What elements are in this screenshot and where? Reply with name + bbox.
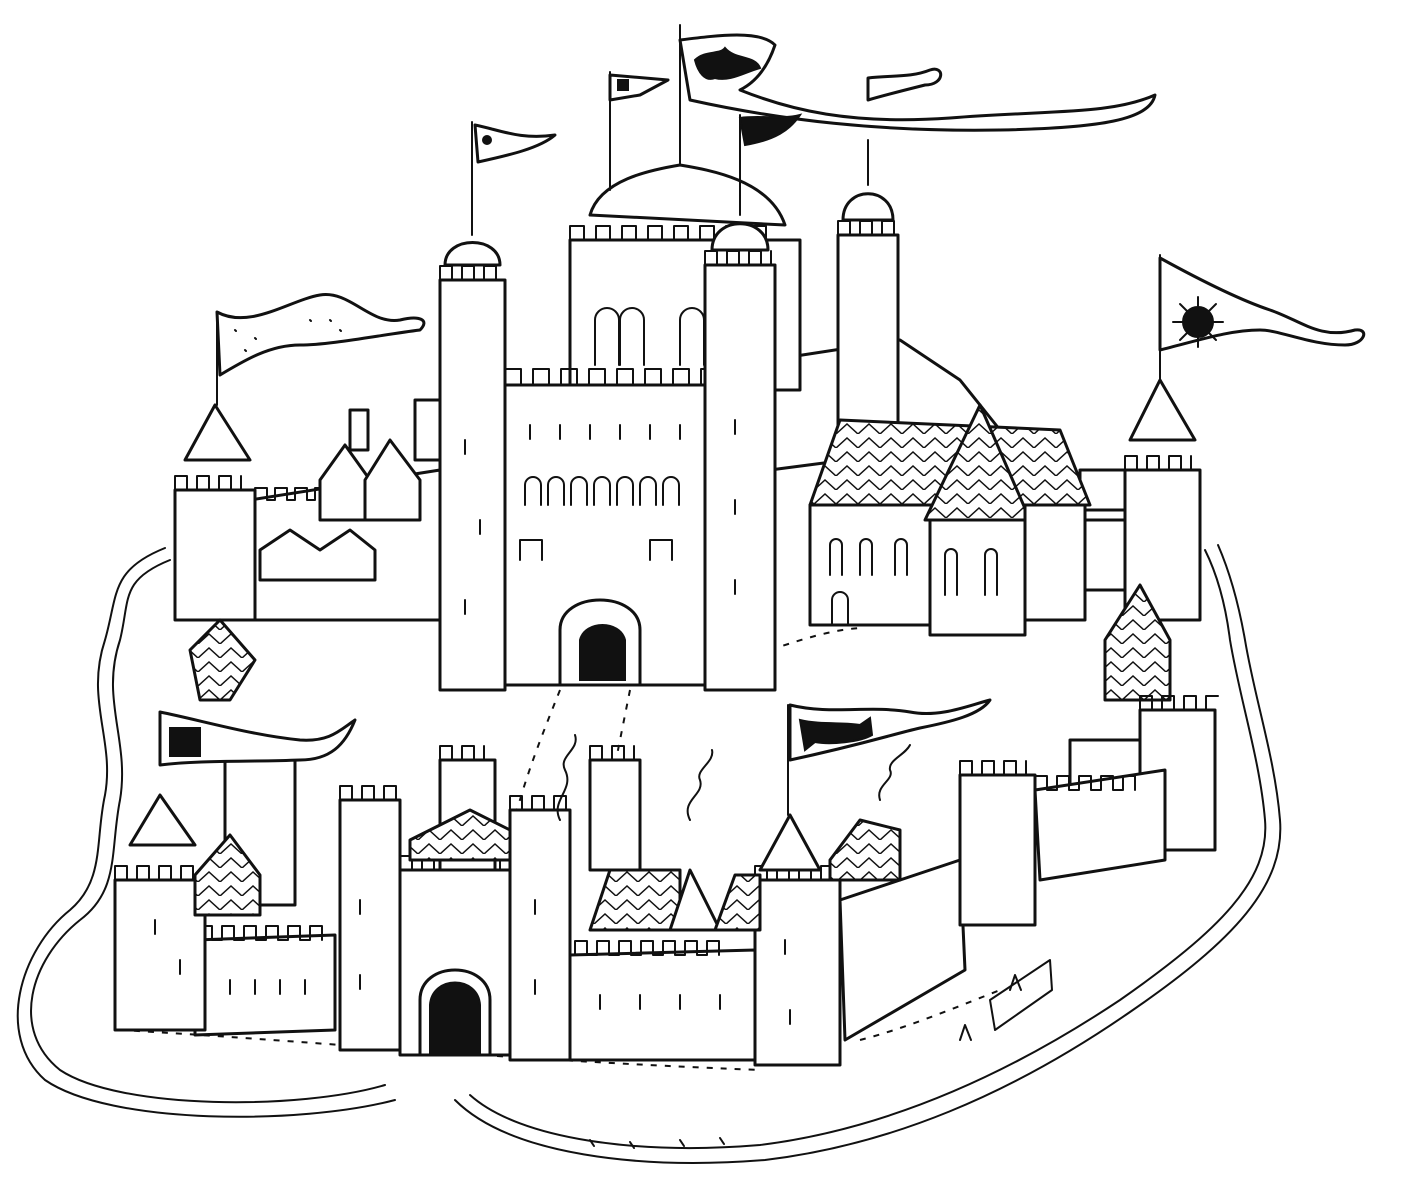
flag-keep-left-small xyxy=(608,71,670,191)
flag-left-corner xyxy=(215,293,426,377)
flag-far-right xyxy=(866,67,943,102)
chimney-smoke xyxy=(556,734,911,821)
flag-cross xyxy=(158,710,357,767)
keep xyxy=(503,163,802,687)
flag-main-keep xyxy=(678,24,1157,166)
keep-tower-left xyxy=(438,209,507,692)
inner-houses-left xyxy=(258,398,445,582)
tower-left-corner xyxy=(173,311,257,622)
flag-cat xyxy=(788,698,992,762)
keep-tower-right xyxy=(703,189,777,692)
great-hall xyxy=(808,403,1152,637)
gatehouse xyxy=(398,745,642,1062)
flag-left-tower xyxy=(471,121,557,211)
tower-far-right xyxy=(836,139,900,437)
bird-emblem xyxy=(693,46,762,80)
outer-tower-center xyxy=(753,704,842,1067)
flag-keep-right-black xyxy=(738,113,803,196)
town-houses xyxy=(188,618,902,932)
outer-tower-right xyxy=(958,760,1037,927)
outer-tower-left xyxy=(113,793,207,1032)
flag-sun xyxy=(1158,256,1366,352)
figures xyxy=(589,959,1053,1149)
cross-emblem xyxy=(169,727,201,757)
moat xyxy=(16,544,1282,1164)
cat-emblem xyxy=(798,716,874,752)
